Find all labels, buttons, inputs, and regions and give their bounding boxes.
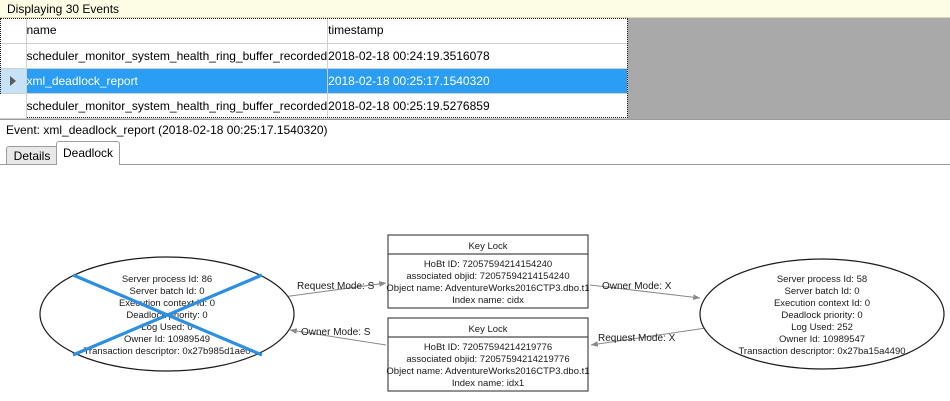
row-selector-cell[interactable]: [0, 68, 27, 94]
key-lock-bottom-line-0: HoBt ID: 72057594214219776: [424, 342, 552, 353]
row-name-cell[interactable]: xml_deadlock_report: [0, 18, 628, 118]
key-lock-bottom-line-3: Index name: idx1: [452, 378, 524, 389]
table-row-selected[interactable]: xml_deadlock_report 2018-02-18 00:25:17.…: [0, 18, 629, 118]
edge-left-owner: Owner Mode: S: [289, 327, 387, 346]
edge-right-owner: Owner Mode: X: [589, 281, 701, 301]
deadlock-graph-svg: Request Mode: S Owner Mode: X Owner Mode…: [39, 234, 945, 392]
tab-details[interactable]: Details: [6, 146, 58, 165]
events-banner: Displaying 30 Events: [0, 0, 950, 18]
row-timestamp-cell[interactable]: 2018-02-18 00:25:17.1540320: [327, 68, 629, 94]
key-lock-top-line-1: associated objid: 72057594214154240: [406, 271, 569, 282]
event-detail-header: Event: xml_deadlock_report (2018-02-18 0…: [0, 120, 950, 140]
focus-rectangle: [0, 18, 628, 118]
process-right-line-5: Owner Id: 10989547: [779, 334, 865, 345]
process-right-line-2: Execution context Id: 0: [774, 298, 870, 309]
deadlock-graph-canvas[interactable]: Request Mode: S Owner Mode: X Owner Mode…: [0, 164, 950, 400]
process-left-line-6: Transaction descriptor: 0x27b985d1ae0: [83, 346, 250, 357]
column-header-selector: [0, 18, 27, 44]
table-header-row: name timestamp: [0, 18, 629, 44]
current-row-arrow-icon: [9, 76, 16, 87]
edge-label-left-owner: Owner Mode: S: [301, 327, 371, 338]
row-name-cell[interactable]: scheduler_monitor_system_health_ring_buf…: [26, 43, 329, 69]
events-table-body: scheduler_monitor_system_health_ring_buf…: [0, 18, 629, 119]
row-name-cell[interactable]: scheduler_monitor_system_health_ring_buf…: [26, 93, 329, 119]
key-lock-top-line-2: Object name: AdventureWorks2016CTP3.dbo.…: [386, 283, 589, 294]
key-lock-bottom-line-1: associated objid: 72057594214219776: [406, 354, 569, 365]
process-node-right[interactable]: Server process Id: 58 Server batch Id: 0…: [699, 258, 945, 370]
edge-label-right-owner: Owner Mode: X: [602, 281, 672, 292]
process-left-line-1: Server batch Id: 0: [130, 286, 205, 297]
process-right-line-1: Server batch Id: 0: [785, 286, 860, 297]
process-right-line-0: Server process Id: 58: [777, 274, 867, 285]
table-row[interactable]: scheduler_monitor_system_health_ring_buf…: [0, 93, 629, 119]
key-lock-top-title: Key Lock: [468, 241, 507, 252]
column-header-name[interactable]: name: [26, 18, 329, 44]
key-lock-bottom-title: Key Lock: [468, 324, 507, 335]
resource-node-key-lock-top[interactable]: Key Lock HoBt ID: 72057594214154240 asso…: [386, 234, 590, 309]
key-lock-top-line-3: Index name: cidx: [452, 295, 524, 306]
events-grid[interactable]: name timestamp scheduler_monitor_system_…: [0, 18, 950, 120]
tab-deadlock[interactable]: Deadlock: [56, 141, 120, 165]
edge-label-left-request: Request Mode: S: [297, 281, 375, 292]
process-right-line-3: Deadlock priority: 0: [781, 310, 862, 321]
process-left-line-0: Server process Id: 86: [122, 274, 212, 285]
table-row[interactable]: scheduler_monitor_system_health_ring_buf…: [0, 43, 629, 69]
events-table-header: name timestamp: [0, 18, 629, 44]
deadlock-victim-cross-icon: [72, 273, 263, 357]
row-timestamp-cell[interactable]: 2018-02-18 00:25:19.5276859: [327, 93, 629, 119]
event-title: Event: xml_deadlock_report (2018-02-18 0…: [6, 123, 328, 137]
key-lock-top-line-0: HoBt ID: 72057594214154240: [424, 259, 552, 270]
edge-left-request: Request Mode: S: [282, 281, 387, 298]
events-count-label: Displaying 30 Events: [7, 2, 120, 16]
row-selector-cell[interactable]: [0, 43, 27, 69]
process-left-line-5: Owner Id: 10989549: [124, 334, 210, 345]
process-right-line-6: Transaction descriptor: 0x27ba15a4490: [738, 346, 905, 357]
process-right-line-4: Log Used: 252: [791, 322, 853, 333]
row-selector-cell[interactable]: [0, 93, 27, 119]
row-timestamp-cell[interactable]: 2018-02-18 00:24:19.3516078: [327, 43, 629, 69]
resource-node-key-lock-bottom[interactable]: Key Lock HoBt ID: 72057594214219776 asso…: [386, 317, 590, 392]
process-node-left[interactable]: Server process Id: 86 Server batch Id: 0…: [39, 256, 295, 372]
column-header-timestamp[interactable]: timestamp: [327, 18, 629, 44]
process-left-line-2: Execution context Id: 0: [119, 298, 215, 309]
process-left-line-4: Log Used: 0: [141, 322, 192, 333]
events-table: name timestamp scheduler_monitor_system_…: [0, 18, 629, 119]
edge-right-request: Request Mode: X: [590, 327, 707, 347]
detail-tabstrip: Details Deadlock: [0, 141, 950, 165]
key-lock-bottom-line-2: Object name: AdventureWorks2016CTP3.dbo.…: [386, 366, 589, 377]
edge-label-right-request: Request Mode: X: [598, 333, 676, 344]
